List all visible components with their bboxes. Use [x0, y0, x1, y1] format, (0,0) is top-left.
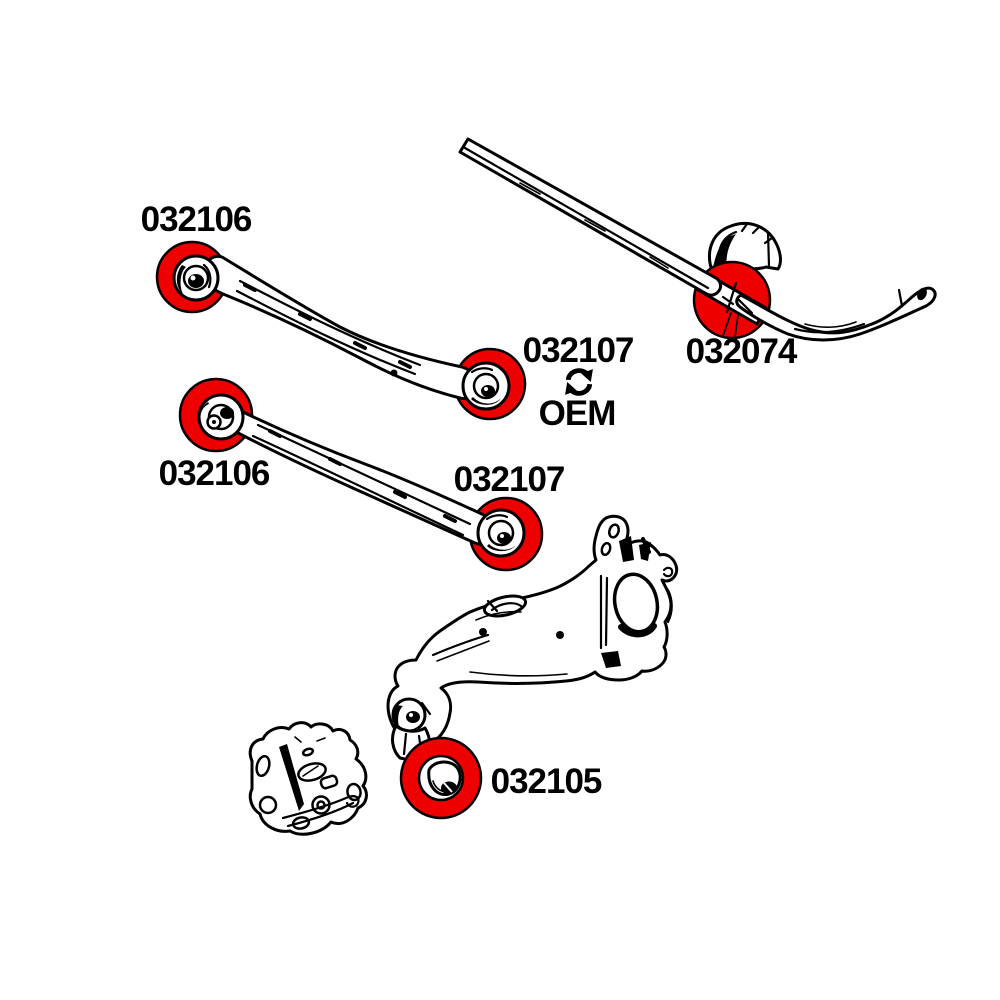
oem-exchange-icon: [562, 367, 596, 397]
sway-bar-assembly: [458, 137, 937, 342]
part-label-032074: 032074: [685, 332, 798, 371]
mounting-bracket-plate: [248, 721, 368, 836]
upper-arm-rear-eye: [461, 361, 511, 411]
oem-label: OEM: [538, 394, 617, 433]
part-label-032106-upper: 032106: [140, 200, 253, 239]
sway-bar: [458, 137, 937, 342]
part-label-032107-lower: 032107: [453, 460, 566, 499]
part-label-032105: 032105: [490, 762, 603, 801]
upper-lateral-arm: [155, 240, 527, 421]
trailing-arm-front-eye: [391, 697, 432, 746]
upper-arm-front-eye: [172, 254, 220, 302]
rear-trailing-arm-subframe: [386, 514, 679, 820]
part-label-032107-upper: 032107: [522, 331, 635, 370]
lower-arm-front-eye: [197, 393, 245, 441]
part-label-032106-lower: 032106: [158, 454, 271, 493]
lower-lateral-arm: [178, 377, 544, 572]
sway-bar-clamp-bracket: [707, 221, 782, 273]
lower-arm-rear-eye: [476, 508, 526, 558]
